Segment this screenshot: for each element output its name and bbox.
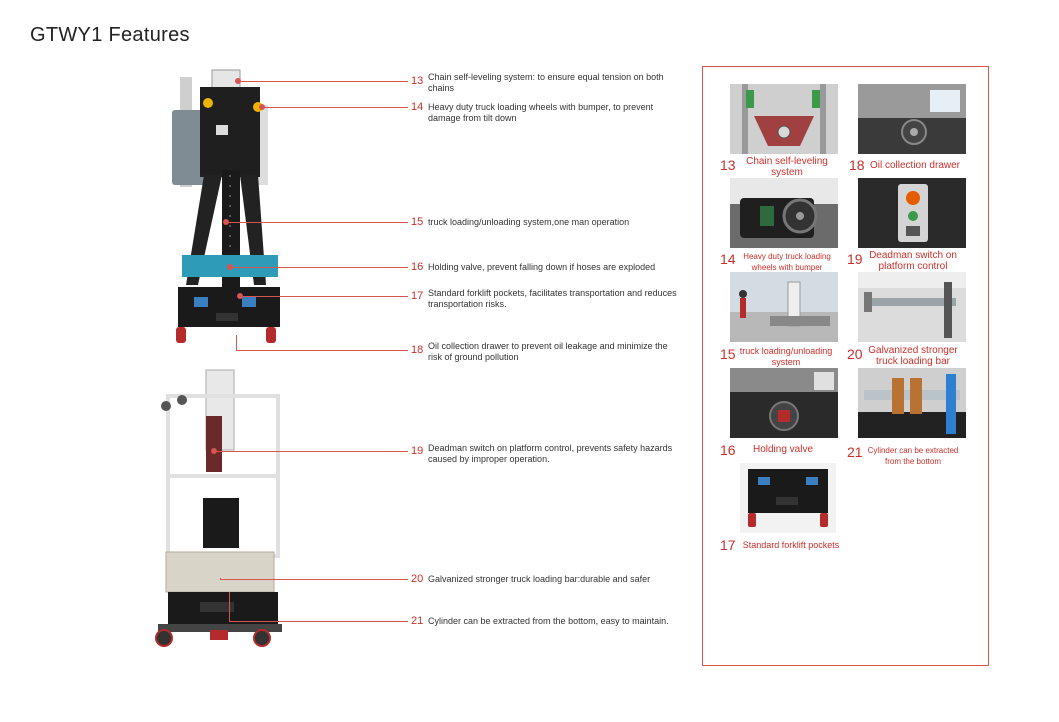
gallery-number: 15 [720, 346, 736, 362]
feature-text: Holding valve, prevent falling down if h… [428, 262, 656, 272]
callout-dot-15 [223, 219, 229, 225]
thumbnail-chain-self-leveling [730, 84, 838, 154]
feature-gallery-panel [702, 66, 989, 666]
machine-front-illustration [172, 69, 280, 343]
feature-number: 18 [411, 344, 424, 356]
feature-text: Standard forklift pockets, facilitates t… [428, 288, 677, 309]
gallery-number: 16 [720, 442, 736, 458]
gallery-label: Oil collection drawer [869, 160, 961, 171]
feature-number: 14 [411, 101, 424, 113]
callout-dot-14 [259, 104, 265, 110]
callout-dot-17 [237, 293, 243, 299]
gallery-number: 19 [847, 251, 863, 267]
callout-line-13 [238, 81, 408, 82]
thumbnail-cylinder-extraction [858, 368, 966, 438]
gallery-label: Cylinder can be extracted from the botto… [867, 446, 959, 466]
feature-number: 13 [411, 75, 424, 87]
gallery-label: Deadman switch on platform control [869, 250, 957, 272]
feature-number: 15 [411, 216, 424, 228]
gallery-number: 20 [847, 346, 863, 362]
gallery-label: Standard forklift pockets [742, 540, 840, 550]
callout-line-14 [262, 107, 408, 108]
thumbnail-deadman-switch [858, 178, 966, 248]
callout-line-17 [240, 296, 408, 297]
gallery-label: Heavy duty truck loading wheels with bum… [743, 252, 831, 272]
page-title: GTWY1 Features [30, 24, 190, 46]
feature-number: 17 [411, 290, 424, 302]
callout-line-18 [236, 350, 408, 351]
feature-number: 21 [411, 615, 424, 627]
callout-line-16 [230, 267, 408, 268]
callout-line-18a [236, 335, 237, 350]
callout-line-21a [229, 592, 230, 621]
gallery-number: 13 [720, 157, 736, 173]
callout-line-19 [214, 451, 408, 452]
thumbnail-galvanized-bar [858, 272, 966, 342]
feature-text: Oil collection drawer to prevent oil lea… [428, 341, 668, 362]
callout-dot-16 [227, 264, 233, 270]
thumbnail-oil-collection-drawer [858, 84, 966, 154]
gallery-label: Galvanized stronger truck loading bar [868, 345, 958, 367]
feature-number: 20 [411, 573, 424, 585]
thumbnail-truck-loading-system [730, 272, 838, 342]
feature-number: 16 [411, 261, 424, 273]
callout-line-20 [220, 579, 408, 580]
gallery-label: truck loading/unloading system [739, 346, 833, 367]
feature-text: truck loading/unloading system,one man o… [428, 217, 630, 227]
gallery-number: 21 [847, 444, 863, 460]
feature-text: Deadman switch on platform control, prev… [428, 443, 673, 464]
feature-number: 19 [411, 445, 424, 457]
feature-text: Heavy duty truck loading wheels with bum… [428, 102, 654, 123]
thumbnail-heavy-duty-wheels [730, 178, 838, 248]
gallery-number: 18 [849, 157, 865, 173]
gallery-label: Holding valve [752, 444, 814, 455]
callout-dot-13 [235, 78, 241, 84]
feature-text: Chain self-leveling system: to ensure eq… [428, 72, 664, 93]
gallery-label: Chain self-leveling system [746, 156, 828, 178]
gallery-number: 14 [720, 251, 736, 267]
thumbnail-forklift-pockets [740, 463, 836, 533]
callout-dot-19 [211, 448, 217, 454]
gallery-number: 17 [720, 537, 736, 553]
feature-text: Galvanized stronger truck loading bar:du… [428, 574, 651, 584]
feature-text: Cylinder can be extracted from the botto… [428, 616, 669, 626]
callout-line-15 [226, 222, 408, 223]
callout-line-21 [229, 621, 408, 622]
thumbnail-holding-valve [730, 368, 838, 438]
machine-rear-illustration [155, 369, 282, 647]
